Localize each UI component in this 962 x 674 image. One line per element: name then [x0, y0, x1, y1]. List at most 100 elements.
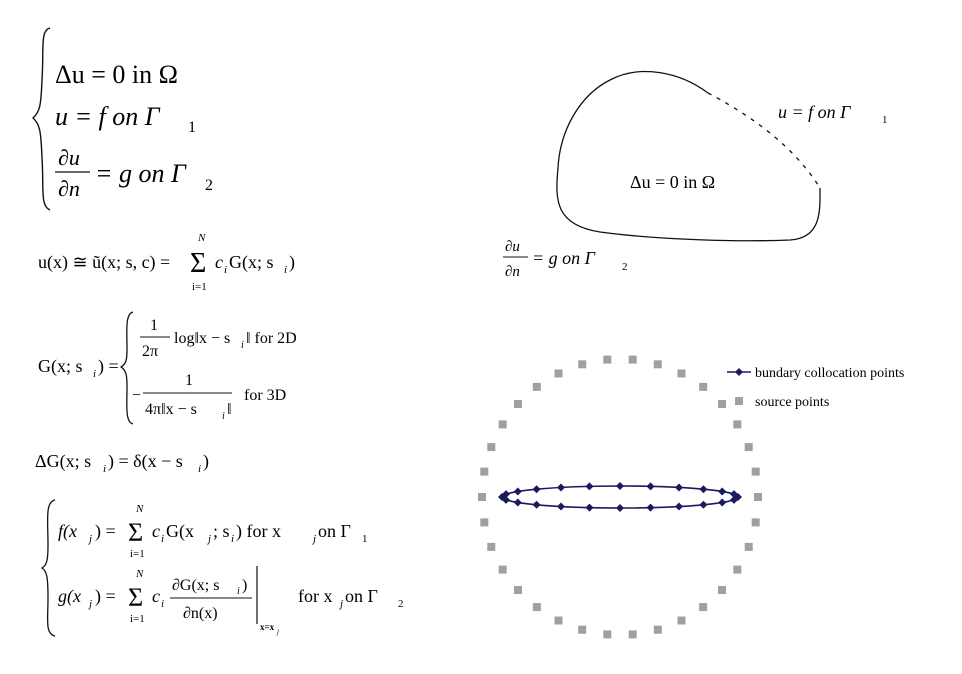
- source-point: [487, 542, 496, 551]
- source-point: [603, 630, 612, 639]
- collocation-point: [699, 485, 708, 494]
- green-function-definition: G(x; s i ) = 1 2π log‖x − s i ‖ for 2D −…: [38, 311, 297, 425]
- coll-f-sum-bottom: i=1: [130, 548, 145, 560]
- source-point: [514, 400, 522, 408]
- coll-g-eval-sub: j: [276, 628, 279, 636]
- domain-neumann-rhs: = g on Γ: [532, 248, 596, 268]
- g2d-log-end: ‖ for 2D: [246, 330, 297, 347]
- coll-f-xj-sub: j: [311, 533, 316, 545]
- source-point: [498, 565, 507, 574]
- coll-g-c: c: [152, 586, 160, 606]
- coll-f-on: on Γ: [318, 521, 351, 541]
- source-point: [532, 382, 541, 391]
- collocation-point: [729, 495, 738, 504]
- delta-c: ): [203, 451, 209, 472]
- collocation-point: [718, 498, 727, 507]
- collocation-point: [616, 504, 624, 512]
- collocation-point: [718, 487, 727, 496]
- collocation-point: [557, 483, 565, 492]
- source-point: [603, 355, 612, 364]
- approx-lhs: u(x) ≅ ũ(x; s, c) =: [38, 252, 170, 273]
- coll-f-mid: ) =: [95, 521, 116, 542]
- coll-f-lhs: f(x: [58, 521, 77, 542]
- source-point: [733, 420, 742, 429]
- g3d-den-end: ‖: [227, 401, 232, 418]
- source-point: [751, 518, 760, 527]
- collocation-point: [585, 482, 594, 491]
- coll-f-c: c: [152, 521, 160, 541]
- approx-sum-top: N: [197, 232, 206, 244]
- bvp-neumann-num: ∂u: [58, 145, 80, 170]
- legend-collocation-marker: [735, 368, 743, 376]
- coll-f-sub: j: [87, 533, 92, 545]
- source-point: [751, 467, 760, 476]
- approximation-equation: u(x) ≅ ũ(x; s, c) = N Σ i=1 c i G(x; s i…: [38, 232, 295, 293]
- bvp-laplace: Δu = 0 in Ω: [55, 60, 178, 89]
- delta-sub: i: [103, 463, 106, 475]
- coll-g-for: for x: [298, 586, 333, 606]
- legend: bundary collocation points source points: [727, 366, 904, 410]
- bvp-neumann-den: ∂n: [58, 176, 80, 201]
- approx-sum-symbol: Σ: [190, 248, 206, 279]
- g3d-den: 4π‖x − s: [145, 401, 197, 418]
- approx-sum-bottom: i=1: [192, 281, 207, 293]
- domain-diagram: Δu = 0 in Ω u = f on Γ 1 ∂u ∂n = g on Γ …: [503, 70, 888, 280]
- source-point: [480, 467, 489, 476]
- bvp-system: Δu = 0 in Ω u = f on Γ 1 ∂u ∂n = g on Γ …: [31, 27, 213, 211]
- domain-neumann-num: ∂u: [505, 239, 520, 255]
- collocation-point: [616, 482, 624, 490]
- collocation-point: [513, 487, 522, 496]
- source-point: [718, 400, 726, 408]
- coll-g-lhs: g(x: [58, 586, 81, 607]
- domain-neumann-sub: 2: [622, 261, 628, 273]
- source-point: [744, 542, 753, 551]
- coll-f-c-sub: i: [161, 533, 164, 545]
- source-point: [733, 565, 742, 574]
- g2d-log: log‖x − s: [174, 330, 230, 347]
- boundary-gamma2: [556, 70, 821, 242]
- collocation-points: [498, 482, 742, 512]
- collocation-point: [557, 502, 565, 511]
- domain-dirichlet-sub: 1: [882, 114, 888, 126]
- coll-g-sum: Σ: [128, 583, 143, 612]
- source-point: [677, 369, 686, 378]
- source-point: [514, 586, 522, 594]
- coll-g-on: on Γ: [345, 586, 378, 606]
- bvp-dirichlet-sub: 1: [188, 119, 196, 136]
- delta-b: ) = δ(x − s: [108, 451, 183, 472]
- collocation-point: [675, 483, 683, 492]
- points-diagram: bundary collocation points source points: [478, 355, 904, 639]
- g2d-log-sub: i: [241, 340, 244, 351]
- delta-a: ΔG(x; s: [35, 451, 91, 472]
- collocation-point: [646, 482, 655, 491]
- collocation-point: [502, 490, 511, 499]
- coll-f-g: G(x: [166, 521, 194, 542]
- bvp-neumann-sub: 2: [205, 177, 213, 194]
- legend-source-marker: [735, 397, 743, 405]
- approx-g-sub: i: [284, 264, 287, 276]
- coll-f-semi: ; s: [213, 521, 230, 541]
- approx-end: ): [289, 252, 295, 273]
- g2d-num: 1: [150, 317, 158, 334]
- source-point: [478, 493, 486, 501]
- source-point: [578, 625, 587, 634]
- coll-g-gamma-sub: 2: [398, 598, 404, 610]
- source-point: [498, 420, 507, 429]
- collocation-point: [532, 485, 541, 494]
- source-point: [487, 443, 496, 452]
- coll-g-den: ∂n(x): [183, 605, 218, 622]
- coll-g-eval: x=x: [260, 622, 275, 632]
- delta-sub2: i: [198, 463, 201, 475]
- coll-g-xj-sub: j: [338, 598, 343, 610]
- source-point: [754, 493, 762, 501]
- coll-f-for: ) for x: [236, 521, 281, 542]
- collocation-point: [646, 503, 655, 512]
- legend-collocation-label: bundary collocation points: [755, 366, 904, 381]
- collocation-point: [513, 498, 522, 507]
- coll-g-num: ∂G(x; s: [172, 577, 219, 594]
- source-point: [480, 518, 489, 527]
- g-lhs: G(x; s: [38, 356, 83, 377]
- source-point: [628, 355, 637, 364]
- collocation-system: f(x j ) = N Σ i=1 c i G(x j ; s i ) for …: [40, 499, 404, 637]
